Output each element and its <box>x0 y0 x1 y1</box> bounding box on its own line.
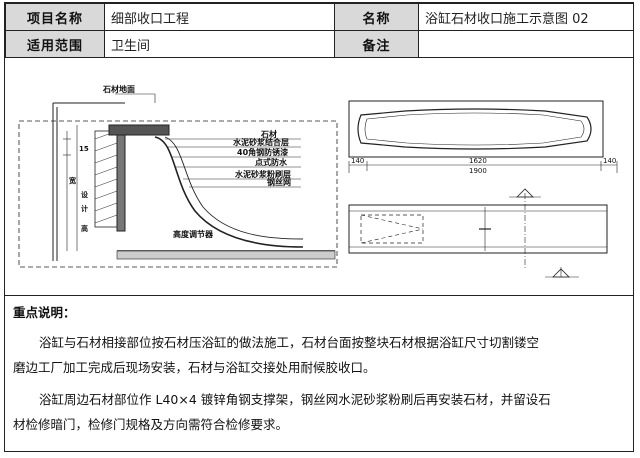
label-mortar-bond: 水泥砂浆结合层 <box>232 137 289 147</box>
note-paragraph-2-line-2: 材检修暗门，检修门规格及方向需符合检修要求。 <box>13 417 289 432</box>
note-paragraph-1-line-2: 磨边工厂加工完成后现场安装，石材与浴缸交接处用耐候胶收口。 <box>13 360 376 375</box>
dim-char-a: 宽 <box>68 176 76 185</box>
label-angle-steel: 40角钢防锈漆 <box>237 147 288 157</box>
scope-value: 卫生间 <box>104 30 335 58</box>
label-mortar-plaster: 水泥砂浆粉刷层 <box>234 169 291 179</box>
drawing-canvas: 石材地面 石材 水泥砂浆结合层 40角钢防锈漆 点式防水 水泥砂浆粉刷层 钢丝网… <box>18 84 618 278</box>
construction-drawing: 石材地面 石材 水泥砂浆结合层 40角钢防锈漆 点式防水 水泥砂浆粉刷层 钢丝网… <box>5 61 633 296</box>
scope-label: 适用范围 <box>5 30 105 58</box>
plan-dim-mid: 1620 <box>469 157 487 165</box>
remark-value <box>418 30 634 58</box>
plan-dim-right: 140 <box>603 157 616 165</box>
plan-dim-left: 140 <box>351 157 364 165</box>
header-row-2: 适用范围 卫生间 备注 <box>5 30 634 58</box>
label-height-adjuster: 高度调节器 <box>173 229 214 239</box>
notes-title: 重点说明： <box>13 305 76 320</box>
document-sheet: 项目名称 细部收口工程 名称 浴缸石材收口施工示意图 02 适用范围 卫生间 备… <box>4 2 634 452</box>
key-notes: 重点说明： 浴缸与石材相接部位按石材压浴缸的做法施工，石材台面按整块石材根据浴缸… <box>5 296 633 451</box>
dim-15: 15 <box>79 145 89 153</box>
dim-char-b: 设 <box>81 190 89 199</box>
label-wire-mesh: 钢丝网 <box>267 177 291 187</box>
name-label: 名称 <box>334 3 419 31</box>
note-paragraph-1-line-1: 浴缸与石材相接部位按石材压浴缸的做法施工，石材台面按整块石材根据浴缸尺寸切割镂空 <box>39 335 540 350</box>
plan-dim-total: 1900 <box>469 167 487 175</box>
note-paragraph-2-line-1: 浴缸周边石材部位作 L40×4 镀锌角钢支撑架，钢丝网水泥砂浆粉刷后再安装石材，… <box>39 392 551 407</box>
project-name-value: 细部收口工程 <box>104 3 335 31</box>
remark-label: 备注 <box>334 30 419 58</box>
dim-char-d: 高 <box>81 224 88 233</box>
project-name-label: 项目名称 <box>5 3 105 31</box>
label-waterproof: 点式防水 <box>255 157 288 167</box>
label-floor-stone: 石材地面 <box>102 84 135 94</box>
section-labels: 石材地面 石材 水泥砂浆结合层 40角钢防锈漆 点式防水 水泥砂浆粉刷层 钢丝网… <box>68 84 291 239</box>
section-detail <box>18 93 338 268</box>
name-value: 浴缸石材收口施工示意图 02 <box>418 3 634 31</box>
dim-char-c: 计 <box>81 204 88 213</box>
tub-plan <box>348 100 618 173</box>
tub-elevation <box>348 188 608 278</box>
header-table: 项目名称 细部收口工程 名称 浴缸石材收口施工示意图 02 适用范围 卫生间 备… <box>5 3 634 58</box>
label-stone: 石材 <box>260 129 277 139</box>
header-row-1: 项目名称 细部收口工程 名称 浴缸石材收口施工示意图 02 <box>5 3 634 31</box>
plan-dimensions: 140 1620 1900 140 <box>351 157 616 175</box>
